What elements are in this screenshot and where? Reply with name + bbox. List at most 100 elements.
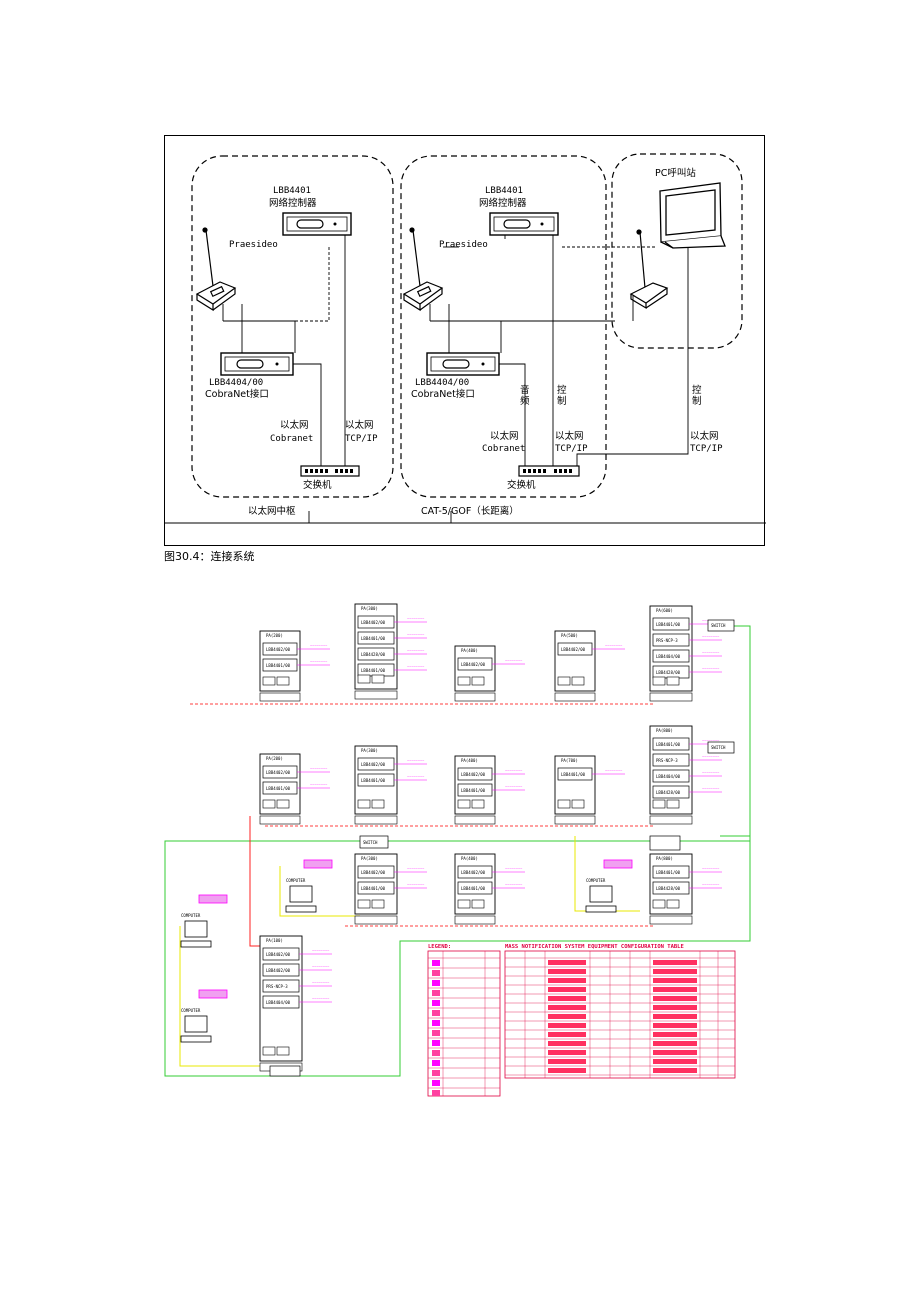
- config-table: [504, 950, 736, 1079]
- module: [457, 799, 471, 809]
- interface-name-left: CobraNet接口: [205, 388, 269, 400]
- module-label: LBB4402/00: [361, 870, 386, 875]
- cabinet-base: [454, 915, 496, 925]
- legend-symbol: [432, 1020, 440, 1026]
- network-controller-left: [282, 212, 352, 236]
- module: [652, 799, 666, 809]
- module: [666, 799, 680, 809]
- computer-label: COMPUTER: [586, 878, 606, 883]
- magenta-note: ~~~~~~~~: [310, 660, 328, 664]
- zone-middle: [400, 155, 607, 498]
- legend-symbol: [432, 960, 440, 966]
- module: [571, 799, 585, 809]
- module-label: LBB4402/00: [561, 647, 586, 652]
- module-label: PRS-NCP-3: [656, 758, 678, 763]
- interface-model-middle: LBB4404/00: [415, 378, 469, 388]
- audio-label-1: 音: [520, 384, 530, 396]
- controller-name-left: 网络控制器: [269, 197, 317, 209]
- paging-microphone-pc: [629, 229, 669, 310]
- magenta-note: ~~~~~~~~: [407, 883, 425, 887]
- module-label: LBB4401/00: [266, 663, 291, 668]
- interface-name-middle: CobraNet接口: [411, 388, 475, 400]
- cabinet-label: PA(500): [561, 633, 578, 638]
- cabinet-base: [354, 915, 398, 925]
- cabinet-label: PA(200): [266, 633, 283, 638]
- cabinet-label: PA(800): [656, 856, 673, 861]
- figure-caption: 图30.4：连接系统: [164, 550, 255, 563]
- cabinet-label: PA(700): [561, 758, 578, 763]
- computer-monitor: [289, 885, 313, 903]
- network-controller-middle: [489, 212, 559, 236]
- module-label: LBB4401/00: [361, 668, 386, 673]
- magenta-note: ~~~~~~~~: [702, 635, 720, 639]
- call-station: [198, 989, 228, 999]
- cabinet-label: PA(100): [266, 938, 283, 943]
- config-cell: [548, 969, 586, 974]
- cabinet-label: PA(400): [461, 648, 478, 653]
- module: [371, 799, 385, 809]
- computer-label: COMPUTER: [181, 913, 201, 918]
- cabinet-base: [354, 815, 398, 825]
- config-cell: [653, 969, 697, 974]
- legend-symbol: [432, 980, 440, 986]
- call-station: [303, 859, 333, 869]
- module: [457, 676, 471, 686]
- computer-keyboard: [285, 905, 317, 913]
- config-cell: [653, 1032, 697, 1037]
- tcpip-label-left: TCP/IP: [345, 434, 378, 444]
- cabinet-base: [554, 692, 596, 702]
- pc-monitor: [659, 182, 726, 249]
- legend-symbol: [432, 1030, 440, 1036]
- module: [357, 799, 371, 809]
- legend-symbol: [432, 990, 440, 996]
- cabinet-label: PA(200): [266, 756, 283, 761]
- legend-symbol: [432, 1060, 440, 1066]
- computer-keyboard: [180, 940, 212, 948]
- magenta-note: ~~~~~~~~: [702, 883, 720, 887]
- module: [571, 676, 585, 686]
- call-station: [603, 859, 633, 869]
- cabinet-label: PA(300): [361, 606, 378, 611]
- magenta-note: ~~~~~~~~: [702, 771, 720, 775]
- config-cell: [548, 987, 586, 992]
- config-cell: [653, 1023, 697, 1028]
- cabinet-base: [649, 915, 693, 925]
- module: [666, 676, 680, 686]
- config-table-title: MASS NOTIFICATION SYSTEM EQUIPMENT CONFI…: [505, 944, 684, 950]
- control-label-1: 控: [557, 384, 567, 396]
- module: [357, 674, 371, 684]
- legend-title: LEGEND:: [428, 944, 451, 950]
- yellow-line: [574, 836, 640, 912]
- module-label: LBB4401/00: [561, 772, 586, 777]
- magenta-note: ~~~~~~~~: [312, 981, 330, 985]
- magenta-note: ~~~~~~~~: [407, 617, 425, 621]
- magenta-note: ~~~~~~~~: [505, 785, 523, 789]
- module-label: LBB4401/00: [266, 786, 291, 791]
- config-cell: [653, 960, 697, 965]
- magenta-note: ~~~~~~~~: [702, 739, 720, 743]
- config-cell: [653, 987, 697, 992]
- backbone-label: 以太网中枢: [248, 505, 296, 517]
- ethernet-switch: [269, 1065, 301, 1077]
- module: [262, 799, 276, 809]
- module-label: LBB4401/00: [656, 870, 681, 875]
- module: [666, 899, 680, 909]
- riser-diagram: PA(200) LBB4402/00 ~~~~~~~~ LBB4401/00 ~~~~~…: [160, 596, 760, 1101]
- module: [557, 676, 571, 686]
- paging-microphone-middle: [402, 227, 444, 312]
- module-label: LBB4402/00: [266, 968, 291, 973]
- module-label: LBB4428/00: [656, 886, 681, 891]
- magenta-note: ~~~~~~~~: [310, 767, 328, 771]
- legend-symbol: [432, 1070, 440, 1076]
- config-cell: [548, 1032, 586, 1037]
- magenta-note: ~~~~~~~~: [407, 759, 425, 763]
- cabinet-label: PA(600): [656, 608, 673, 613]
- magenta-note: ~~~~~~~~: [312, 949, 330, 953]
- config-cell: [548, 978, 586, 983]
- zone-left: [191, 155, 394, 498]
- module-label: LBB4401/00: [461, 886, 486, 891]
- magenta-note: ~~~~~~~~: [702, 755, 720, 759]
- computer-monitor: [184, 1015, 208, 1033]
- controller-model-middle: LBB4401: [485, 186, 523, 196]
- yellow-line: [279, 866, 360, 917]
